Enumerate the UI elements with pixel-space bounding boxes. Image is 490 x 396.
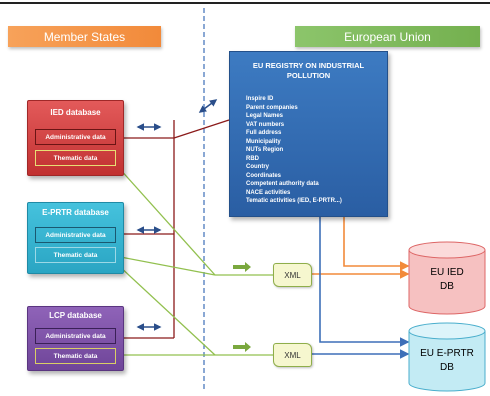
ied-database-title: IED database [50, 108, 101, 117]
registry-field: Coordinates [246, 172, 282, 179]
registry-field: Tematic activities (IED, E-PRTR...) [246, 198, 342, 204]
lcp-database: LCP database Administrative data Themati… [27, 306, 124, 371]
registry-field: Parent companies [246, 104, 298, 111]
xml1-green-arrow [233, 262, 251, 272]
xml2-green-arrow [233, 342, 251, 352]
xml-label: XML [284, 350, 301, 360]
lcp-thematic-data: Thematic data [35, 348, 116, 364]
xml-green-arrows [233, 262, 251, 352]
lcp-database-title: LCP database [49, 311, 102, 320]
xml-document-ied: XML [273, 263, 312, 287]
eprtr-thematic-data: Thematic data [35, 247, 116, 263]
eu-ied-db-cylinder [408, 241, 486, 315]
registry-field: Municipality [246, 138, 281, 145]
eu-ied-flow [310, 215, 410, 279]
thematic-links [109, 157, 273, 356]
eprtr-database-title: E-PRTR database [42, 208, 109, 217]
registry-field: Legal Names [246, 113, 284, 119]
european-union-label: European Union [344, 29, 431, 44]
eu-ied-db-label: EU IED DB [409, 266, 485, 294]
eprtr-administrative-data: Administrative data [35, 227, 116, 243]
eu-ied-db-line2: DB [440, 281, 454, 292]
eu-registry-box: EU REGISTRY ON INDUSTRIAL POLLUTION Insp… [229, 51, 388, 217]
xml-document-eprtr: XML [273, 343, 312, 367]
eu-eprtr-flow [310, 215, 410, 359]
registry-field: RBD [246, 155, 259, 162]
eprtr-database: E-PRTR database Administrative data Them… [27, 202, 124, 274]
sync-arrows [136, 99, 218, 331]
european-union-header: European Union [295, 26, 480, 47]
registry-field: VAT numbers [246, 121, 285, 128]
registry-field: NUTs Region [246, 147, 284, 153]
registry-title: EU REGISTRY ON INDUSTRIAL POLLUTION [252, 61, 365, 80]
admin-links [122, 119, 230, 339]
registry-field: Competent authority data [246, 181, 319, 187]
eu-ied-db-line1: EU IED [430, 267, 464, 278]
eu-eprtr-db-cylinder [408, 322, 486, 392]
registry-field-list: Inspire ID Parent companies Legal Names … [246, 95, 342, 206]
registry-field: Full address [246, 130, 282, 136]
member-states-label: Member States [43, 29, 126, 44]
member-states-header: Member States [8, 26, 161, 47]
ied-thematic-data: Thematic data [35, 150, 116, 166]
eu-eprtr-db-line1: EU E-PRTR [420, 348, 474, 359]
registry-field: Country [246, 164, 269, 170]
eu-eprtr-db-line2: DB [440, 362, 454, 373]
eu-eprtr-db-label: EU E-PRTR DB [409, 347, 485, 375]
ied-administrative-data: Administrative data [35, 129, 116, 145]
registry-field: Inspire ID [246, 96, 274, 102]
xml-label: XML [284, 270, 301, 280]
registry-field: NACE activities [246, 189, 291, 196]
ied-database: IED database Administrative data Themati… [27, 100, 124, 176]
registry-sync-arrow [198, 99, 218, 113]
lcp-administrative-data: Administrative data [35, 328, 116, 344]
